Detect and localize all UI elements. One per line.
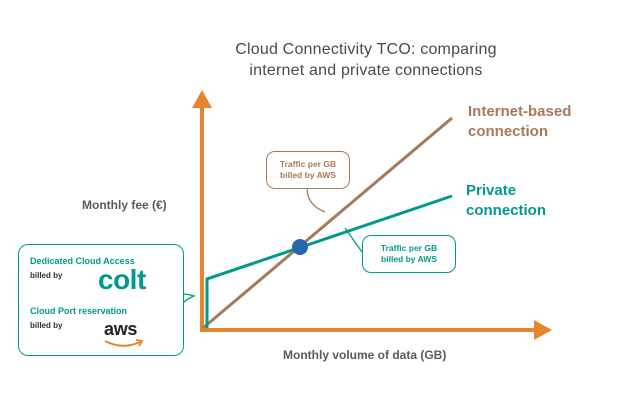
fixed-costs-box (18, 244, 184, 356)
title-line-2: internet and private connections (249, 62, 483, 79)
internet-connection-line (202, 116, 453, 330)
internet-label-line2: connection (468, 123, 549, 140)
aws-logo: aws (104, 319, 138, 339)
private-series-label: Private connection (466, 181, 546, 221)
internet-callout-line2: billed by AWS (280, 170, 336, 180)
intersection-point (292, 239, 308, 255)
title-line-1: Cloud Connectivity TCO: comparing (235, 41, 497, 58)
private-connection-line (205, 194, 453, 328)
private-callout-connector (344, 227, 363, 253)
private-callout-line1: Traffic per GB (380, 243, 438, 253)
internet-callout-connector (306, 187, 326, 213)
port-reservation-title: Cloud Port reservation (30, 306, 128, 316)
chart-title: Cloud Connectivity TCO: comparing intern… (196, 39, 536, 81)
x-axis-label: Monthly volume of data (GB) (283, 348, 447, 362)
internet-series-label: Internet-based connection (468, 102, 571, 142)
dedicated-access-title: Dedicated Cloud Access (30, 256, 135, 266)
aws-smile-icon (104, 339, 144, 347)
private-label-line1: Private (466, 182, 517, 199)
y-axis-label: Monthly fee (€) (82, 198, 167, 212)
internet-callout-line1: Traffic per GB (279, 159, 337, 169)
internet-traffic-callout: Traffic per GB billed by AWS (266, 151, 350, 189)
dedicated-billed-by: billed by (30, 271, 63, 280)
x-axis-arrowhead (534, 320, 552, 340)
port-billed-by: billed by (30, 321, 63, 330)
y-axis-arrowhead (192, 90, 212, 108)
colt-logo: colt (98, 264, 146, 295)
private-callout-line2: billed by AWS (381, 254, 437, 264)
internet-label-line1: Internet-based (468, 103, 572, 120)
private-traffic-callout: Traffic per GB billed by AWS (362, 235, 456, 273)
private-label-line2: connection (466, 202, 547, 219)
fixed-costs-connector (181, 293, 196, 305)
